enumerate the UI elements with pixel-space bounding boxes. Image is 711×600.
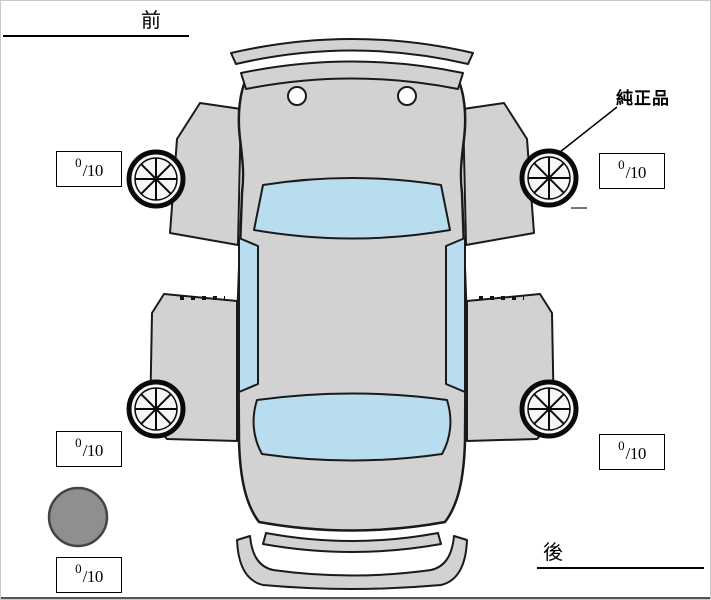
tire-score-value: 0 <box>618 157 625 172</box>
tire-score-value: 0 <box>75 561 82 576</box>
rear-label: 後 <box>537 539 704 569</box>
tire-score-max: /10 <box>82 441 104 460</box>
front-right-wheel-icon <box>522 151 576 205</box>
tire-score-front-left: 0 /10 <box>56 151 122 187</box>
front-left-wheel-icon <box>129 152 183 206</box>
rear-right-wheel-icon <box>522 382 576 436</box>
front-label-text: 前 <box>141 10 161 32</box>
windshield-glass <box>253 177 451 240</box>
rear-label-text: 後 <box>543 542 563 564</box>
front-bumper-outer <box>230 38 474 65</box>
genuine-parts-pointer-line <box>559 106 618 153</box>
tire-score-max: /10 <box>625 163 647 182</box>
hood-circle-left <box>287 86 307 106</box>
bottom-divider <box>1 597 710 599</box>
rear-window-glass <box>252 392 452 462</box>
tire-score-value: 0 <box>75 155 82 170</box>
tire-score-rear-left: 0 /10 <box>56 431 122 467</box>
right-side-glass <box>445 237 466 393</box>
hood-circle-right <box>397 86 417 106</box>
tire-score-value: 0 <box>618 438 625 453</box>
genuine-parts-label: 純正品 <box>616 89 670 108</box>
front-bumper-inner <box>240 60 464 90</box>
left-side-glass <box>238 237 259 393</box>
front-label: 前 <box>3 5 189 37</box>
tire-score-front-right: 0 /10 <box>599 153 665 189</box>
rear-left-wheel-icon <box>129 382 183 436</box>
rear-bumper-inner <box>262 532 442 553</box>
tire-score-max: /10 <box>82 567 104 586</box>
rear-bumper-outer <box>236 535 468 590</box>
tire-score-value: 0 <box>75 435 82 450</box>
tire-score-spare: 0 /10 <box>56 557 122 593</box>
spare-tire-icon <box>47 486 109 548</box>
tire-score-max: /10 <box>82 161 104 180</box>
tire-score-rear-right: 0 /10 <box>599 434 665 470</box>
tire-score-max: /10 <box>625 444 647 463</box>
